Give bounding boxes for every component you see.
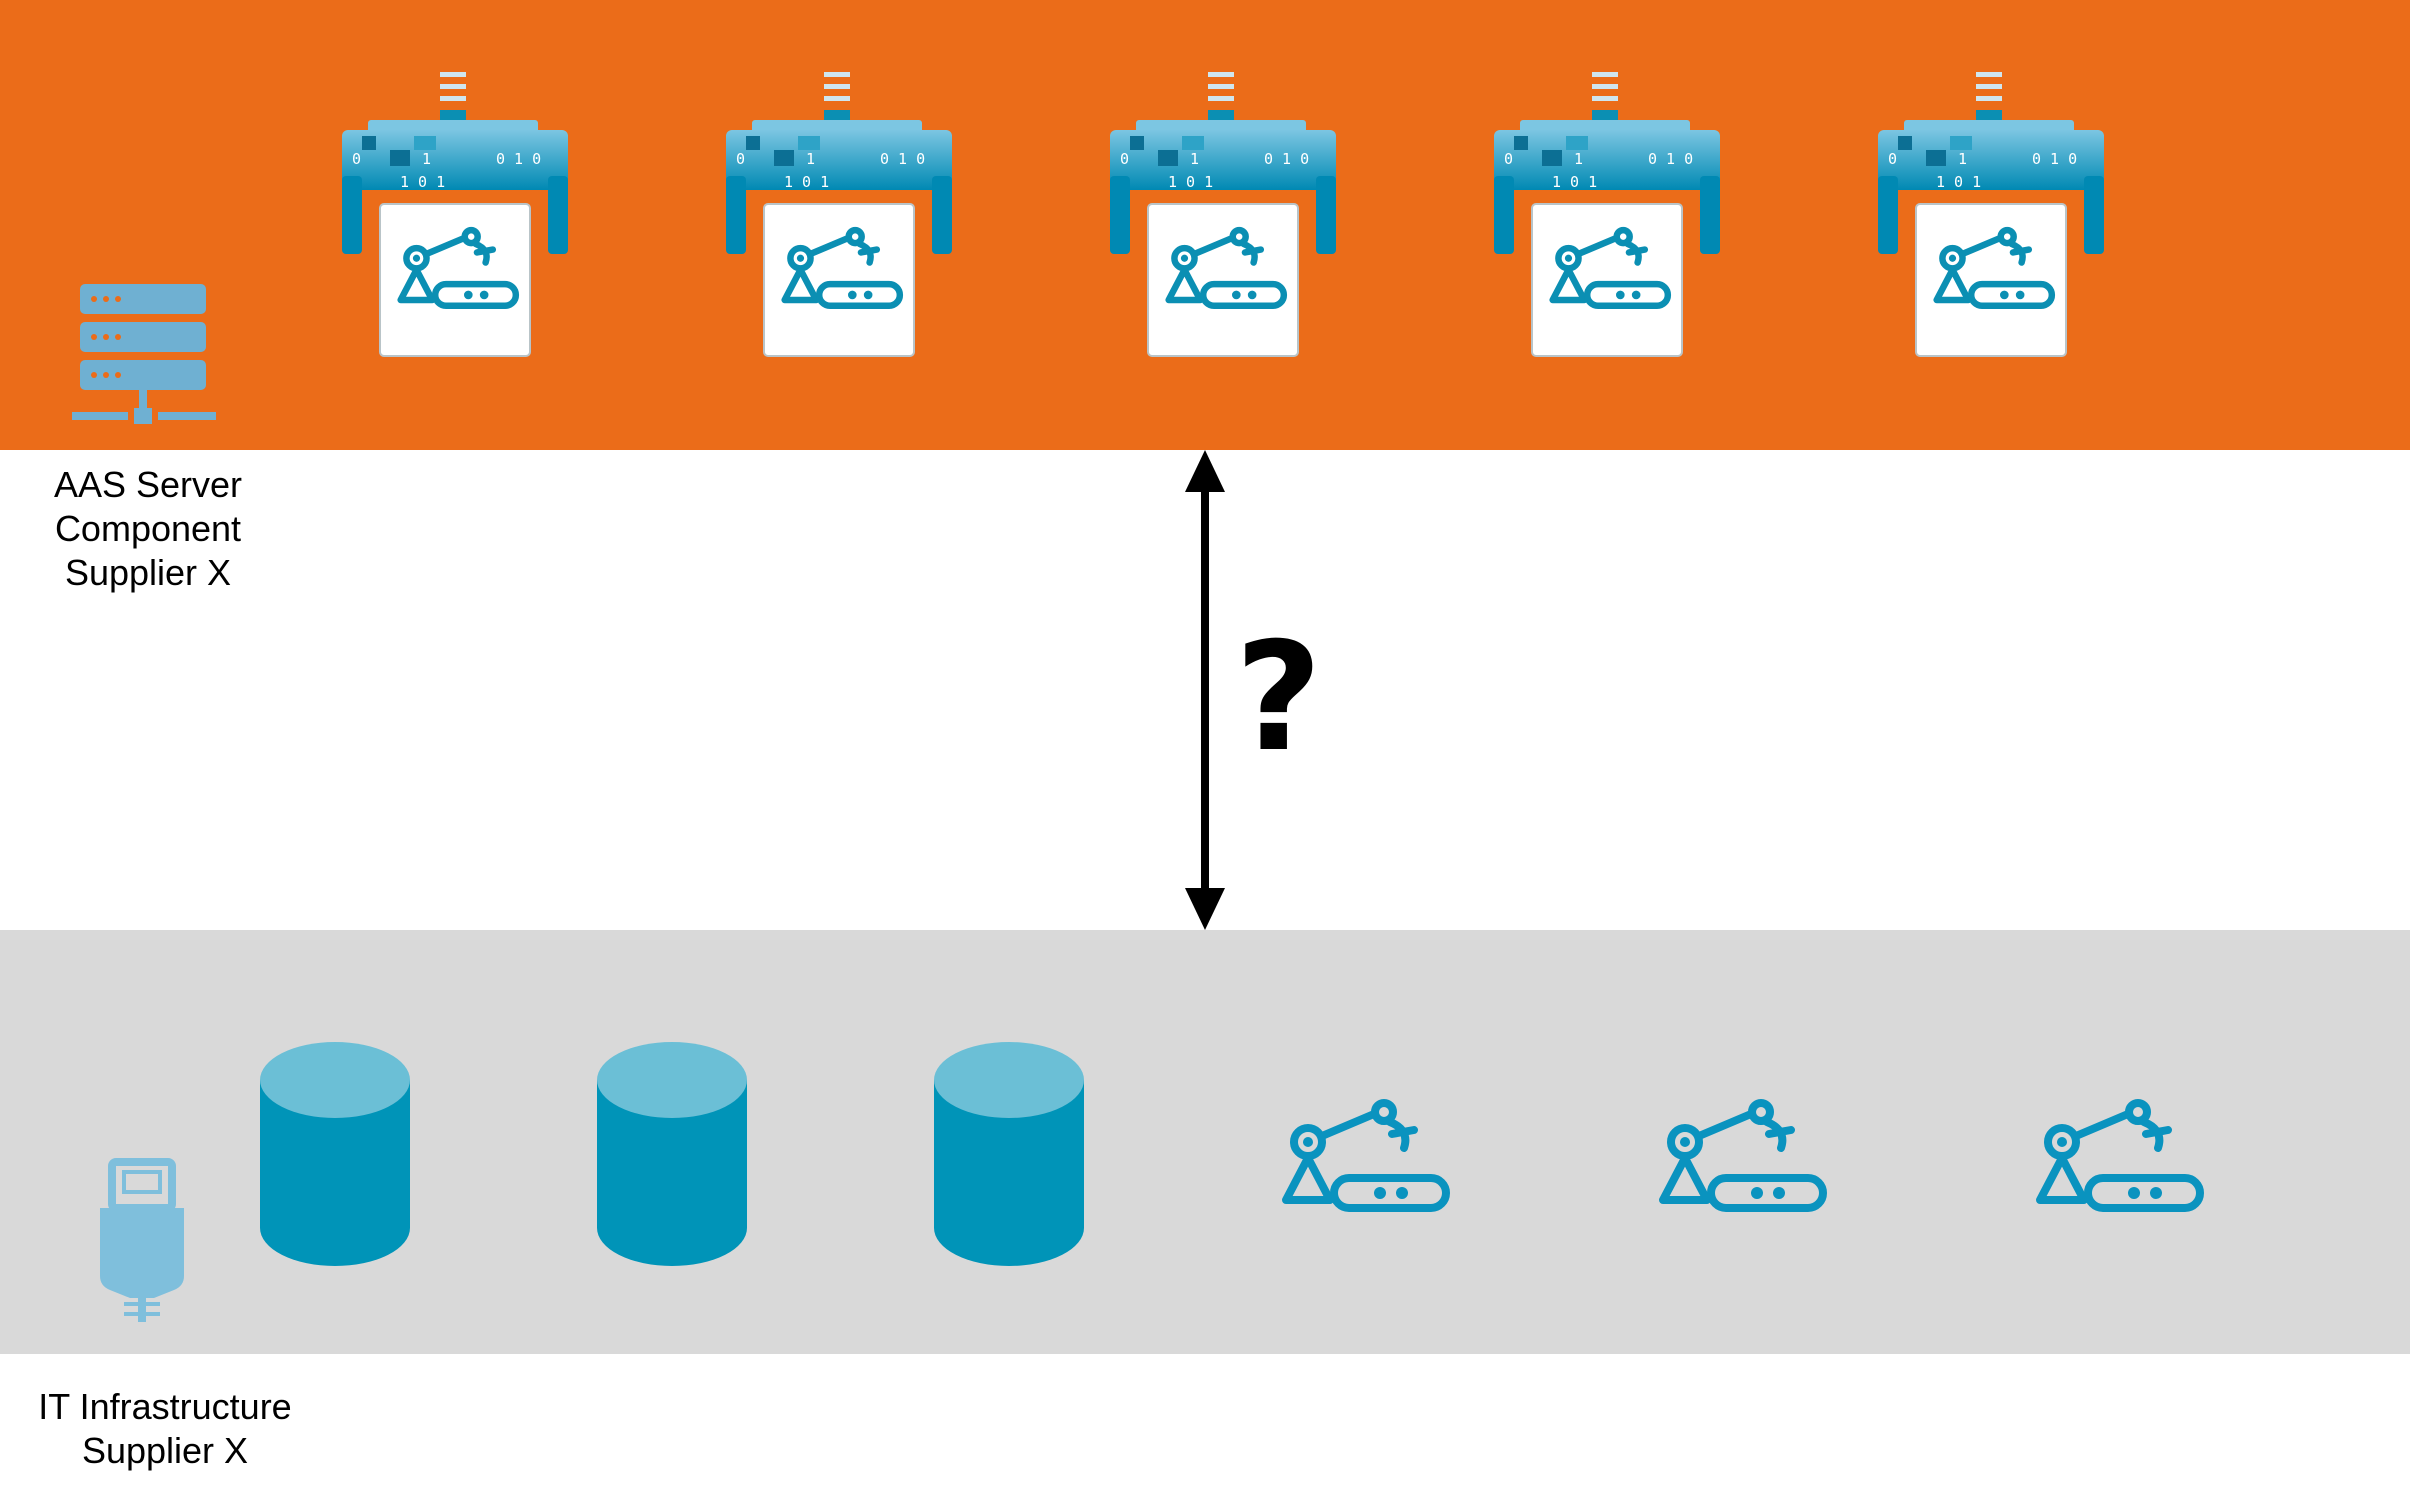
robot-arm-conveyor-icon — [397, 226, 520, 309]
binary-digits: 1 — [1574, 150, 1583, 168]
binary-digits: 0 — [1120, 150, 1129, 168]
robot-arm-conveyor-icon — [1274, 1099, 1454, 1225]
robot-arm-conveyor-icon — [1549, 226, 1672, 309]
binary-digits: 1 — [1190, 150, 1199, 168]
aas-shell-4: 0 1 0 1 0 1 0 1 — [1492, 66, 1722, 358]
binary-digits: 0 — [1888, 150, 1897, 168]
aas-robot-shell-icon: 0 1 0 1 0 1 0 1 — [1110, 72, 1336, 357]
binary-digits: 1 0 1 — [1936, 173, 1981, 191]
binary-digits: 1 0 1 — [400, 173, 445, 191]
plug-icon — [94, 1158, 190, 1322]
binary-digits: 1 — [1958, 150, 1967, 168]
robot-arm-conveyor-icon — [2028, 1099, 2208, 1225]
robot-arm-conveyor-icon — [781, 226, 904, 309]
binary-digits: 0 1 0 — [880, 150, 925, 168]
aas-server-label: AAS Server Component Supplier X — [53, 464, 243, 593]
database-cylinder-icon — [260, 1042, 410, 1267]
server-rack-icon — [72, 284, 216, 430]
binary-digits: 0 1 0 — [1264, 150, 1309, 168]
it-infrastructure-label: IT Infrastructure Supplier X — [38, 1386, 292, 1471]
binary-digits: 1 — [422, 150, 431, 168]
binary-digits: 0 1 0 — [2032, 150, 2077, 168]
robot-arm-conveyor-icon — [1165, 226, 1288, 309]
database-cylinder-icon — [597, 1042, 747, 1267]
binary-digits: 1 — [806, 150, 815, 168]
binary-digits: 0 — [736, 150, 745, 168]
binary-digits: 0 — [1504, 150, 1513, 168]
double-arrow-icon — [1180, 450, 1230, 930]
aas-robot-shell-icon: 0 1 0 1 0 1 0 1 — [726, 72, 952, 357]
aas-shell-3: 0 1 0 1 0 1 0 1 — [1108, 66, 1338, 358]
aas-robot-shell-icon: 0 1 0 1 0 1 0 1 — [342, 72, 568, 357]
binary-digits: 0 1 0 — [496, 150, 541, 168]
aas-shell-5: 0 1 0 1 0 1 0 1 — [1876, 66, 2106, 358]
binary-digits: 0 1 0 — [1648, 150, 1693, 168]
binary-digits: 1 0 1 — [1168, 173, 1213, 191]
aas-robot-shell-icon: 0 1 0 1 0 1 0 1 — [1494, 72, 1720, 357]
robot-arm-conveyor-icon — [1651, 1099, 1831, 1225]
binary-digits: 1 0 1 — [784, 173, 829, 191]
aas-shell-2: 0 1 0 1 0 1 0 1 — [724, 66, 954, 358]
aas-shell-1: 0 1 0 1 0 1 0 1 — [340, 66, 570, 358]
robot-arm-conveyor-icon — [1933, 226, 2056, 309]
aas-robot-shell-icon: 0 1 0 1 0 1 0 1 — [1878, 72, 2104, 357]
binary-digits: 1 0 1 — [1552, 173, 1597, 191]
question-mark: ? — [1235, 611, 1323, 785]
database-cylinder-icon — [934, 1042, 1084, 1267]
binary-digits: 0 — [352, 150, 361, 168]
